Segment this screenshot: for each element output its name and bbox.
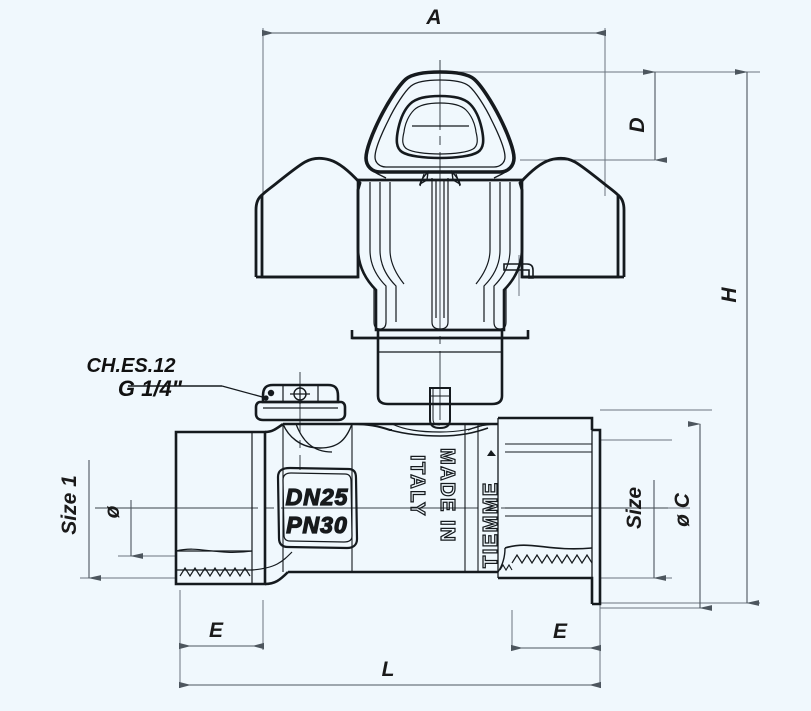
dimension-phi-left: ø bbox=[101, 500, 143, 559]
dimension-size-right: Size bbox=[623, 480, 666, 581]
dimension-e-right-label: E bbox=[553, 620, 568, 643]
dimension-size-left: Size 1 bbox=[58, 460, 101, 581]
body-marking-brand: TIEMME bbox=[479, 450, 503, 569]
dimension-d: D bbox=[626, 69, 667, 163]
body-marking-made-in-italy: MADE IN ITALY bbox=[405, 447, 458, 543]
callout-ch-es-label: CH.ES.12 bbox=[87, 355, 176, 377]
made-in-label: MADE IN bbox=[436, 448, 458, 543]
dimension-l-label: L bbox=[382, 658, 395, 681]
handle-grip-loop bbox=[364, 70, 516, 187]
thread-symbol-left bbox=[179, 566, 251, 578]
dimension-a: A bbox=[262, 6, 606, 37]
dimension-h: H bbox=[718, 69, 759, 606]
dimension-d-label: D bbox=[626, 117, 649, 132]
dimension-size-left-label: Size 1 bbox=[58, 475, 81, 535]
dimension-e-right: E bbox=[511, 620, 601, 652]
dimension-l: L bbox=[179, 658, 601, 689]
dimension-e-left: E bbox=[179, 619, 264, 650]
callout-leader bbox=[128, 385, 269, 401]
brand-label: TIEMME bbox=[480, 481, 502, 568]
handle-hub bbox=[350, 178, 534, 340]
body-marking-plaque: DN25 PN30 bbox=[276, 466, 359, 550]
dimension-c-label: ø C bbox=[671, 492, 694, 527]
dimension-a-label: A bbox=[425, 6, 441, 29]
valve-body bbox=[174, 416, 602, 606]
vent-plug-assembly bbox=[254, 383, 347, 422]
dimension-c: ø C bbox=[671, 421, 712, 611]
butterfly-wings bbox=[254, 156, 626, 279]
callout-thread-label: G 1/4" bbox=[118, 376, 183, 401]
plaque-dn-label: DN25 bbox=[286, 484, 349, 510]
thread-symbol-right bbox=[511, 553, 593, 565]
dimension-h-label: H bbox=[718, 287, 741, 303]
dimension-phi-left-label: ø bbox=[101, 505, 124, 518]
dimension-e-left-label: E bbox=[209, 619, 224, 642]
italy-label: ITALY bbox=[406, 455, 428, 517]
plaque-pn-label: PN30 bbox=[286, 512, 348, 538]
dimension-size-right-label: Size bbox=[623, 487, 646, 529]
stem-assembly bbox=[376, 328, 504, 430]
